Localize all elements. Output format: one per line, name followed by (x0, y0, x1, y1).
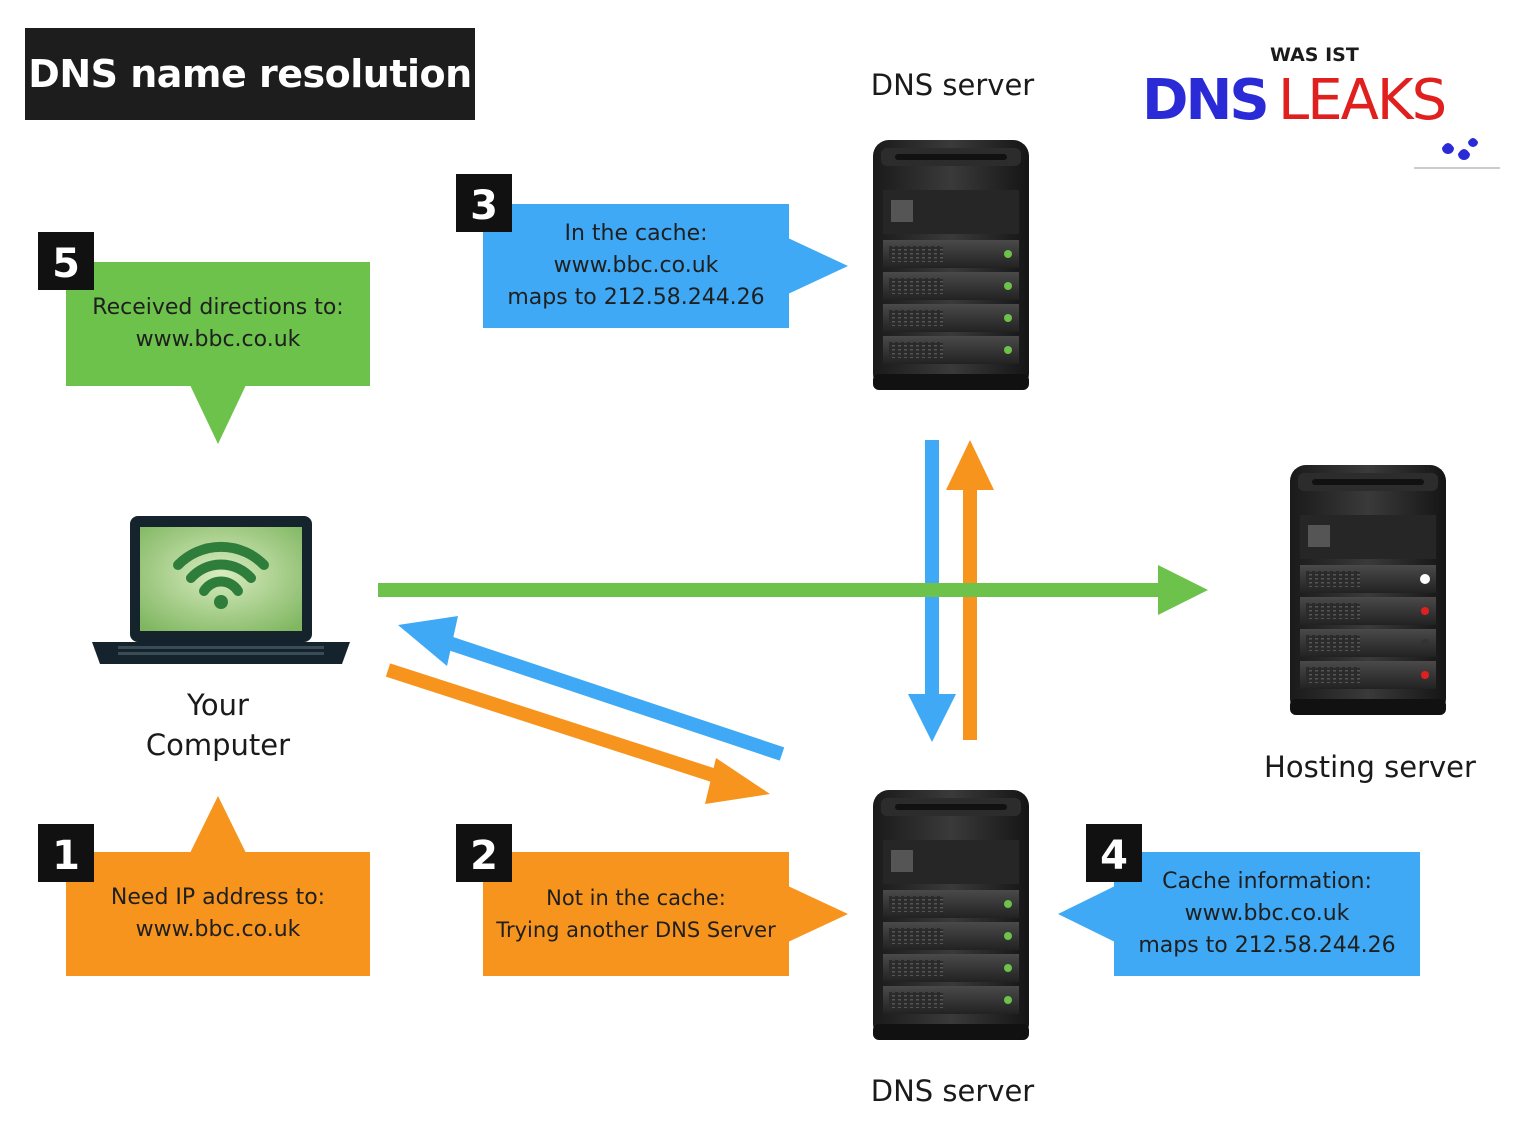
step-4-line-2: www.bbc.co.uk (1184, 901, 1350, 926)
badge-1-number: 1 (52, 833, 80, 879)
bubble-step-5 (66, 262, 370, 444)
step-5-text: Received directions to: www.bbc.co.uk (66, 262, 370, 386)
badge-step-3: 3 (456, 174, 512, 232)
badge-5-number: 5 (52, 241, 80, 287)
bubble-step-1 (66, 796, 370, 976)
laptop-icon (92, 516, 350, 664)
step-3-line-1: In the cache: (564, 221, 708, 246)
step-4-line-3: maps to 212.58.244.26 (1138, 933, 1396, 958)
computer-label-line-2: Computer (145, 728, 291, 762)
logo-droplets-icon (1414, 138, 1500, 169)
logo-word-dns: DNS (1142, 68, 1270, 133)
dns-server-top-icon (873, 140, 1029, 390)
badge-step-4: 4 (1086, 824, 1142, 882)
dns-server-bottom-icon (873, 790, 1029, 1040)
dns-server-bottom-label: DNS server (870, 1074, 1035, 1108)
step-2-line-1: Not in the cache: (546, 886, 726, 910)
badge-3-number: 3 (470, 183, 498, 229)
step-1-text: Need IP address to: www.bbc.co.uk (66, 852, 370, 976)
arrow-blue-down (908, 440, 956, 742)
badge-4-number: 4 (1100, 833, 1128, 879)
badge-step-5: 5 (38, 232, 94, 290)
computer-label: Your Computer (118, 685, 318, 765)
logo-top-text: WAS IST (1270, 44, 1359, 66)
hosting-server-label: Hosting server (1264, 750, 1476, 784)
arrow-green-to-hosting (378, 565, 1208, 615)
bubble-step-4 (1058, 852, 1420, 976)
step-4-text: Cache information: www.bbc.co.uk maps to… (1114, 852, 1420, 976)
logo-word-leaks: LEAKS (1278, 68, 1447, 133)
badge-step-2: 2 (456, 824, 512, 882)
step-4-line-1: Cache information: (1162, 869, 1372, 894)
logo: WAS IST DNS LEAKS (1140, 42, 1500, 182)
step-5-line-2: www.bbc.co.uk (135, 327, 301, 352)
bubble-step-3 (483, 204, 848, 328)
diagram-title: DNS name resolution (25, 28, 475, 120)
step-1-line-2: www.bbc.co.uk (135, 917, 301, 942)
step-3-line-3: maps to 212.58.244.26 (507, 285, 765, 310)
dns-server-top-label: DNS server (870, 68, 1035, 102)
step-5-line-1: Received directions to: (92, 295, 344, 320)
arrow-orange-to-dns (385, 663, 770, 804)
step-3-text: In the cache: www.bbc.co.uk maps to 212.… (483, 204, 789, 328)
wifi-icon (173, 541, 269, 609)
computer-label-line-1: Your (187, 688, 249, 722)
bubble-step-2 (483, 852, 848, 976)
step-3-line-2: www.bbc.co.uk (553, 253, 719, 278)
step-1-line-1: Need IP address to: (110, 885, 326, 910)
arrow-orange-up (946, 440, 994, 740)
step-2-text: Not in the cache: Trying another DNS Ser… (483, 852, 789, 976)
hosting-server-icon (1290, 465, 1446, 715)
arrow-blue-to-computer (398, 616, 785, 761)
badge-step-1: 1 (38, 824, 94, 882)
badge-2-number: 2 (470, 833, 498, 879)
step-2-line-2: Trying another DNS Server (496, 918, 776, 942)
